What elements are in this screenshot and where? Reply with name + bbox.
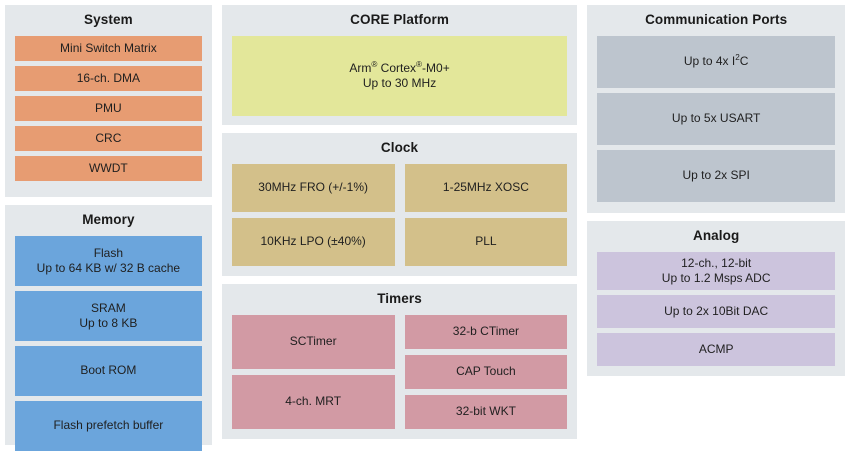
block-pmu[interactable]: PMU: [15, 95, 202, 121]
block-label: Arm® Cortex®-M0+ Up to 30 MHz: [349, 59, 450, 91]
memory-blocks: Flash Up to 64 KB w/ 32 B cache SRAM Up …: [15, 235, 202, 451]
panel-title-memory: Memory: [82, 212, 135, 227]
block-label-line1: Boot ROM: [80, 363, 137, 378]
block-sram[interactable]: SRAM Up to 8 KB: [15, 290, 202, 341]
block-label-line1: Arm® Cortex®-M0+: [349, 59, 450, 75]
block-cpu-core[interactable]: Arm® Cortex®-M0+ Up to 30 MHz: [231, 35, 568, 116]
block-dac[interactable]: Up to 2x 10Bit DAC: [597, 294, 835, 328]
block-fro[interactable]: 30MHz FRO (+/-1%): [231, 163, 395, 212]
block-label: 1-25MHz XOSC: [442, 180, 529, 195]
block-mini-switch-matrix[interactable]: Mini Switch Matrix: [15, 35, 202, 61]
block-wkt[interactable]: 32-bit WKT: [404, 394, 568, 429]
block-acmp[interactable]: ACMP: [597, 332, 835, 366]
block-label-line2: Up to 30 MHz: [362, 75, 437, 90]
block-label: 12-ch., 12-bit Up to 1.2 Msps ADC: [662, 256, 771, 286]
block-label: Up to 2x 10Bit DAC: [664, 304, 768, 319]
timers-left-column: SCTimer 4-ch. MRT: [231, 314, 395, 429]
registered-trademark-icon: ®: [371, 59, 378, 69]
block-label: 32-b CTimer: [452, 324, 520, 339]
panel-title-analog: Analog: [692, 228, 740, 243]
block-pll[interactable]: PLL: [404, 217, 568, 266]
timers-blocks: SCTimer 4-ch. MRT 32-b CTimer CAP Touch …: [231, 314, 568, 429]
block-label-line1: SRAM: [91, 300, 126, 315]
block-label: Up to 4x I2C: [683, 53, 749, 69]
block-label: CAP Touch: [456, 364, 516, 379]
block-label: CRC: [95, 130, 122, 145]
block-lpo[interactable]: 10KHz LPO (±40%): [231, 217, 395, 266]
panel-title-core-platform: CORE Platform: [350, 12, 449, 27]
block-label: 10KHz LPO (±40%): [260, 234, 366, 249]
block-mrt[interactable]: 4-ch. MRT: [231, 374, 395, 429]
block-ctimer[interactable]: 32-b CTimer: [404, 314, 568, 349]
block-label-line1: Flash: [93, 245, 124, 260]
block-label: SRAM Up to 8 KB: [79, 301, 137, 331]
block-label: 16-ch. DMA: [76, 70, 141, 85]
block-label-line1: 12-ch., 12-bit: [681, 255, 752, 270]
superscript-two-icon: 2: [735, 53, 740, 63]
block-label-line2: Up to 8 KB: [79, 315, 138, 330]
block-adc[interactable]: 12-ch., 12-bit Up to 1.2 Msps ADC: [597, 251, 835, 290]
block-wwdt[interactable]: WWDT: [15, 155, 202, 181]
block-label: Up to 2x SPI: [682, 168, 750, 183]
block-usart[interactable]: Up to 5x USART: [597, 92, 835, 145]
communication-blocks: Up to 4x I2C Up to 5x USART Up to 2x SPI: [597, 35, 835, 203]
panel-memory: Memory Flash Up to 64 KB w/ 32 B cache S…: [5, 205, 212, 451]
block-crc[interactable]: CRC: [15, 125, 202, 151]
block-label: Boot ROM: [80, 363, 136, 378]
analog-blocks: 12-ch., 12-bit Up to 1.2 Msps ADC Up to …: [597, 251, 835, 366]
block-spi[interactable]: Up to 2x SPI: [597, 149, 835, 202]
block-label: Up to 5x USART: [671, 111, 761, 126]
clock-blocks: 30MHz FRO (+/-1%) 1-25MHz XOSC 10KHz LPO…: [231, 163, 568, 266]
block-label: ACMP: [699, 342, 734, 357]
block-label: PMU: [95, 100, 122, 115]
block-xosc[interactable]: 1-25MHz XOSC: [404, 163, 568, 212]
panel-timers: Timers SCTimer 4-ch. MRT 32-b CTimer CAP…: [221, 284, 578, 439]
block-label-line1: Up to 2x 10Bit DAC: [664, 303, 769, 318]
block-label: Mini Switch Matrix: [60, 40, 157, 55]
block-label: SCTimer: [289, 334, 337, 349]
block-label-line1: Flash prefetch buffer: [53, 418, 164, 433]
block-label: Flash Up to 64 KB w/ 32 B cache: [37, 246, 180, 276]
panel-system: System Mini Switch Matrix 16-ch. DMA PMU…: [5, 5, 212, 197]
block-label-line2: Up to 64 KB w/ 32 B cache: [36, 260, 181, 275]
block-sctimer[interactable]: SCTimer: [231, 314, 395, 369]
block-boot-rom[interactable]: Boot ROM: [15, 345, 202, 396]
registered-trademark-icon: ®: [416, 59, 423, 69]
middle-column: CORE Platform Arm® Cortex®-M0+ Up to 30 …: [221, 5, 578, 439]
panel-core-platform: CORE Platform Arm® Cortex®-M0+ Up to 30 …: [221, 5, 578, 125]
panel-analog: Analog 12-ch., 12-bit Up to 1.2 Msps ADC…: [587, 221, 845, 376]
block-flash-prefetch-buffer[interactable]: Flash prefetch buffer: [15, 400, 202, 451]
block-label-line2: Up to 1.2 Msps ADC: [661, 270, 771, 285]
block-label: 32-bit WKT: [455, 404, 516, 419]
panel-title-clock: Clock: [380, 140, 419, 155]
right-column: Communication Ports Up to 4x I2C Up to 5…: [587, 5, 845, 376]
core-blocks: Arm® Cortex®-M0+ Up to 30 MHz: [231, 35, 568, 116]
block-label: 30MHz FRO (+/-1%): [258, 180, 368, 195]
block-dma[interactable]: 16-ch. DMA: [15, 65, 202, 91]
block-label: Flash prefetch buffer: [53, 418, 163, 433]
block-label: WWDT: [89, 160, 128, 175]
panel-title-timers: Timers: [377, 291, 422, 306]
system-blocks: Mini Switch Matrix 16-ch. DMA PMU CRC WW…: [15, 35, 202, 187]
block-cap-touch[interactable]: CAP Touch: [404, 354, 568, 389]
timers-right-column: 32-b CTimer CAP Touch 32-bit WKT: [404, 314, 568, 429]
block-label-line1: ACMP: [698, 341, 734, 356]
panel-title-system: System: [84, 12, 133, 27]
panel-clock: Clock 30MHz FRO (+/-1%) 1-25MHz XOSC 10K…: [221, 133, 578, 276]
block-flash[interactable]: Flash Up to 64 KB w/ 32 B cache: [15, 235, 202, 286]
left-column: System Mini Switch Matrix 16-ch. DMA PMU…: [5, 5, 212, 451]
block-label: PLL: [475, 234, 497, 249]
block-i2c[interactable]: Up to 4x I2C: [597, 35, 835, 88]
block-label: 4-ch. MRT: [285, 394, 342, 409]
panel-communication-ports: Communication Ports Up to 4x I2C Up to 5…: [587, 5, 845, 213]
panel-title-communication-ports: Communication Ports: [645, 12, 788, 27]
